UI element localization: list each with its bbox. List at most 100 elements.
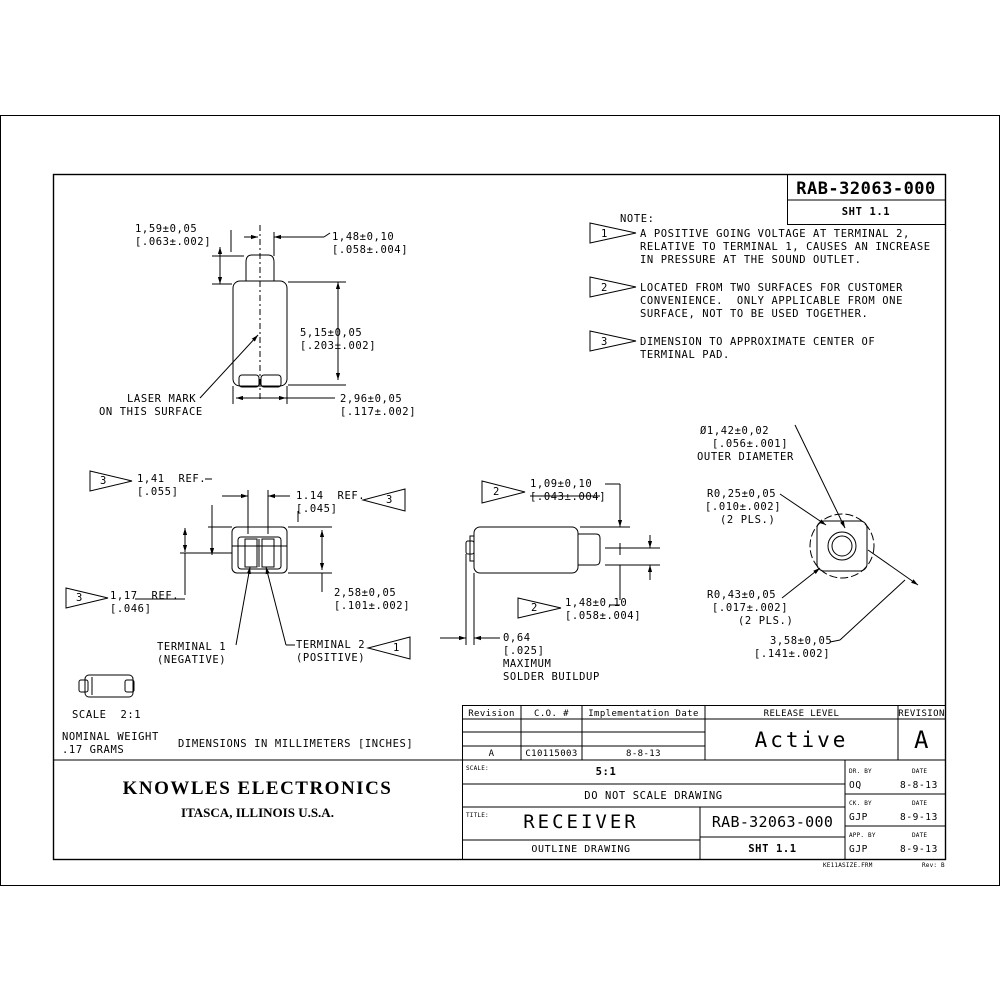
laser-mark-line-1: LASER MARK	[127, 393, 197, 405]
drawing-title: RECEIVER	[523, 811, 639, 833]
checked-by-date: 8-9-13	[900, 812, 938, 823]
dim-body-width: 2,96±0,05	[340, 393, 403, 405]
header-part-number: RAB-32063-000	[796, 179, 936, 199]
revision-label: REVISION	[898, 709, 945, 719]
dim-body-length: 5,15±0,05	[300, 327, 363, 339]
dim-outlet-diameter-inch: [.056±.001]	[712, 438, 789, 450]
rev-row-co: C10115003	[525, 749, 578, 759]
dim-end-height-inch: [.101±.002]	[334, 600, 411, 612]
dim-radius-large-note: (2 PLS.)	[738, 615, 794, 627]
dim-radius-small-inch: [.010±.002]	[705, 501, 782, 513]
units-note: DIMENSIONS IN MILLIMETERS [INCHES]	[178, 738, 414, 750]
dim-nozzle-offset: 1,09±0,10	[530, 478, 593, 490]
callout-d5-number: 3	[100, 475, 107, 487]
drawing-subtitle: OUTLINE DRAWING	[531, 844, 631, 855]
company-location: ITASCA, ILLINOIS U.S.A.	[181, 805, 334, 820]
rev-header-date: Implementation Date	[588, 709, 699, 719]
scale-label: SCALE:	[466, 765, 489, 772]
note-2-line-3: SURFACE, NOT TO BE USED TOGETHER.	[640, 308, 869, 320]
note-3-line-1: DIMENSION TO APPROXIMATE CENTER OF	[640, 336, 876, 348]
title-block-lines	[53, 705, 946, 860]
terminal-2-polarity: (POSITIVE)	[296, 652, 366, 664]
rev-header-revision: Revision	[468, 709, 515, 719]
rev-header-co: C.O. #	[534, 709, 569, 719]
notes-label: NOTE:	[620, 213, 655, 225]
company-name: KNOWLES ELECTRONICS	[122, 778, 393, 799]
dim-nozzle-height: 1,48±0,10	[565, 597, 628, 609]
note-2-line-1: LOCATED FROM TWO SURFACES FOR CUSTOMER	[640, 282, 904, 294]
dim-top-width: 1,59±0,05	[135, 223, 198, 235]
dim-radius-large: R0,43±0,05	[707, 589, 777, 601]
terminal-2-label: TERMINAL 2	[296, 639, 366, 651]
note-2-number: 2	[601, 282, 608, 294]
detail-view-receiver	[779, 424, 919, 643]
scale-value: 5:1	[595, 766, 617, 778]
dim-nozzle-width-inch: [.058±.004]	[332, 244, 409, 256]
title-sheet: SHT 1.1	[748, 843, 797, 855]
footer-file: KE11ASIZE.FRM	[823, 862, 873, 869]
note-1-line-1: A POSITIVE GOING VOLTAGE AT TERMINAL 2,	[640, 228, 910, 240]
dim-pad-offset-b: 1,17 REF.	[110, 590, 180, 602]
note-1-number: 1	[601, 228, 608, 240]
title-label: TITLE:	[466, 812, 489, 819]
note-1-line-2: RELATIVE TO TERMINAL 1, CAUSES AN INCREA…	[640, 241, 931, 253]
dim-solder: 0,64	[503, 632, 531, 644]
footer-rev: Rev: B	[922, 862, 945, 869]
note-3-number: 3	[601, 336, 608, 348]
dim-body-length-inch: [.203±.002]	[300, 340, 377, 352]
callout-term2-number: 1	[393, 642, 400, 654]
release-level-value: Active	[754, 728, 849, 752]
dim-end-height: 2,58±0,05	[334, 587, 397, 599]
dim-radius-small: R0,25±0,05	[707, 488, 777, 500]
callout-d7-number: 3	[76, 592, 83, 604]
drawn-by-date: 8-8-13	[900, 780, 938, 791]
approved-by-label: APP. BY	[849, 832, 876, 839]
dim-radius-large-inch: [.017±.002]	[712, 602, 789, 614]
dim-solder-note-2: SOLDER BUILDUP	[503, 671, 600, 683]
dim-pad-offset-a-inch: [.055]	[137, 486, 179, 498]
dim-outlet-diameter: Ø1,42±0,02	[700, 425, 770, 437]
weight-label: NOMINAL WEIGHT	[62, 731, 159, 743]
dim-pad-offset-a: 1,41 REF.	[137, 473, 207, 485]
dim-nozzle-height-inch: [.058±.004]	[565, 610, 642, 622]
dim-nozzle-offset-inch: [.043±.004]	[530, 491, 607, 503]
dim-pad-spacing: 1.14 REF.	[296, 490, 366, 502]
rev-row-date: 8-8-13	[626, 749, 661, 759]
approved-by-date: 8-9-13	[900, 844, 938, 855]
approved-by-name: GJP	[849, 844, 868, 855]
dim-outlet-diameter-note: OUTER DIAMETER	[697, 451, 794, 463]
dim-solder-note-1: MAXIMUM	[503, 658, 552, 670]
dim-pad-offset-b-inch: [.046]	[110, 603, 152, 615]
rev-row-revision: A	[488, 749, 495, 759]
revision-value: A	[913, 726, 930, 754]
checked-by-label: CK. BY	[849, 800, 872, 807]
drawn-by-name: OQ	[849, 780, 862, 791]
release-level-label: RELEASE LEVEL	[763, 709, 840, 719]
side-view-receiver	[440, 483, 660, 645]
terminal-1-polarity: (NEGATIVE)	[157, 654, 227, 666]
approved-date-label: DATE	[912, 832, 928, 839]
weight-value: .17 GRAMS	[62, 744, 125, 756]
dim-radius-small-note: (2 PLS.)	[720, 514, 776, 526]
top-view-receiver	[199, 225, 346, 404]
do-not-scale: DO NOT SCALE DRAWING	[584, 790, 723, 802]
drawn-by-label: DR. BY	[849, 768, 872, 775]
note-triangles	[65, 222, 637, 660]
dim-diagonal: 3,58±0,05	[770, 635, 833, 647]
dim-top-width-inch: [.063±.002]	[135, 236, 212, 248]
checked-by-name: GJP	[849, 812, 868, 823]
scale-note: SCALE 2:1	[72, 709, 142, 721]
callout-d6-number: 3	[386, 494, 393, 506]
callout-d10-number: 2	[531, 602, 538, 614]
dim-nozzle-width: 1,48±0,10	[332, 231, 395, 243]
note-2-line-2: CONVENIENCE. ONLY APPLICABLE FROM ONE	[640, 295, 904, 307]
end-view-receiver	[135, 478, 332, 646]
note-1-line-3: IN PRESSURE AT THE SOUND OUTLET.	[640, 254, 862, 266]
dim-solder-inch: [.025]	[503, 645, 545, 657]
note-3-line-2: TERMINAL PAD.	[640, 349, 730, 361]
checked-date-label: DATE	[912, 800, 928, 807]
title-part-number: RAB-32063-000	[711, 813, 834, 831]
dim-pad-spacing-inch: [.045]	[296, 503, 338, 515]
laser-mark-line-2: ON THIS SURFACE	[99, 406, 203, 418]
